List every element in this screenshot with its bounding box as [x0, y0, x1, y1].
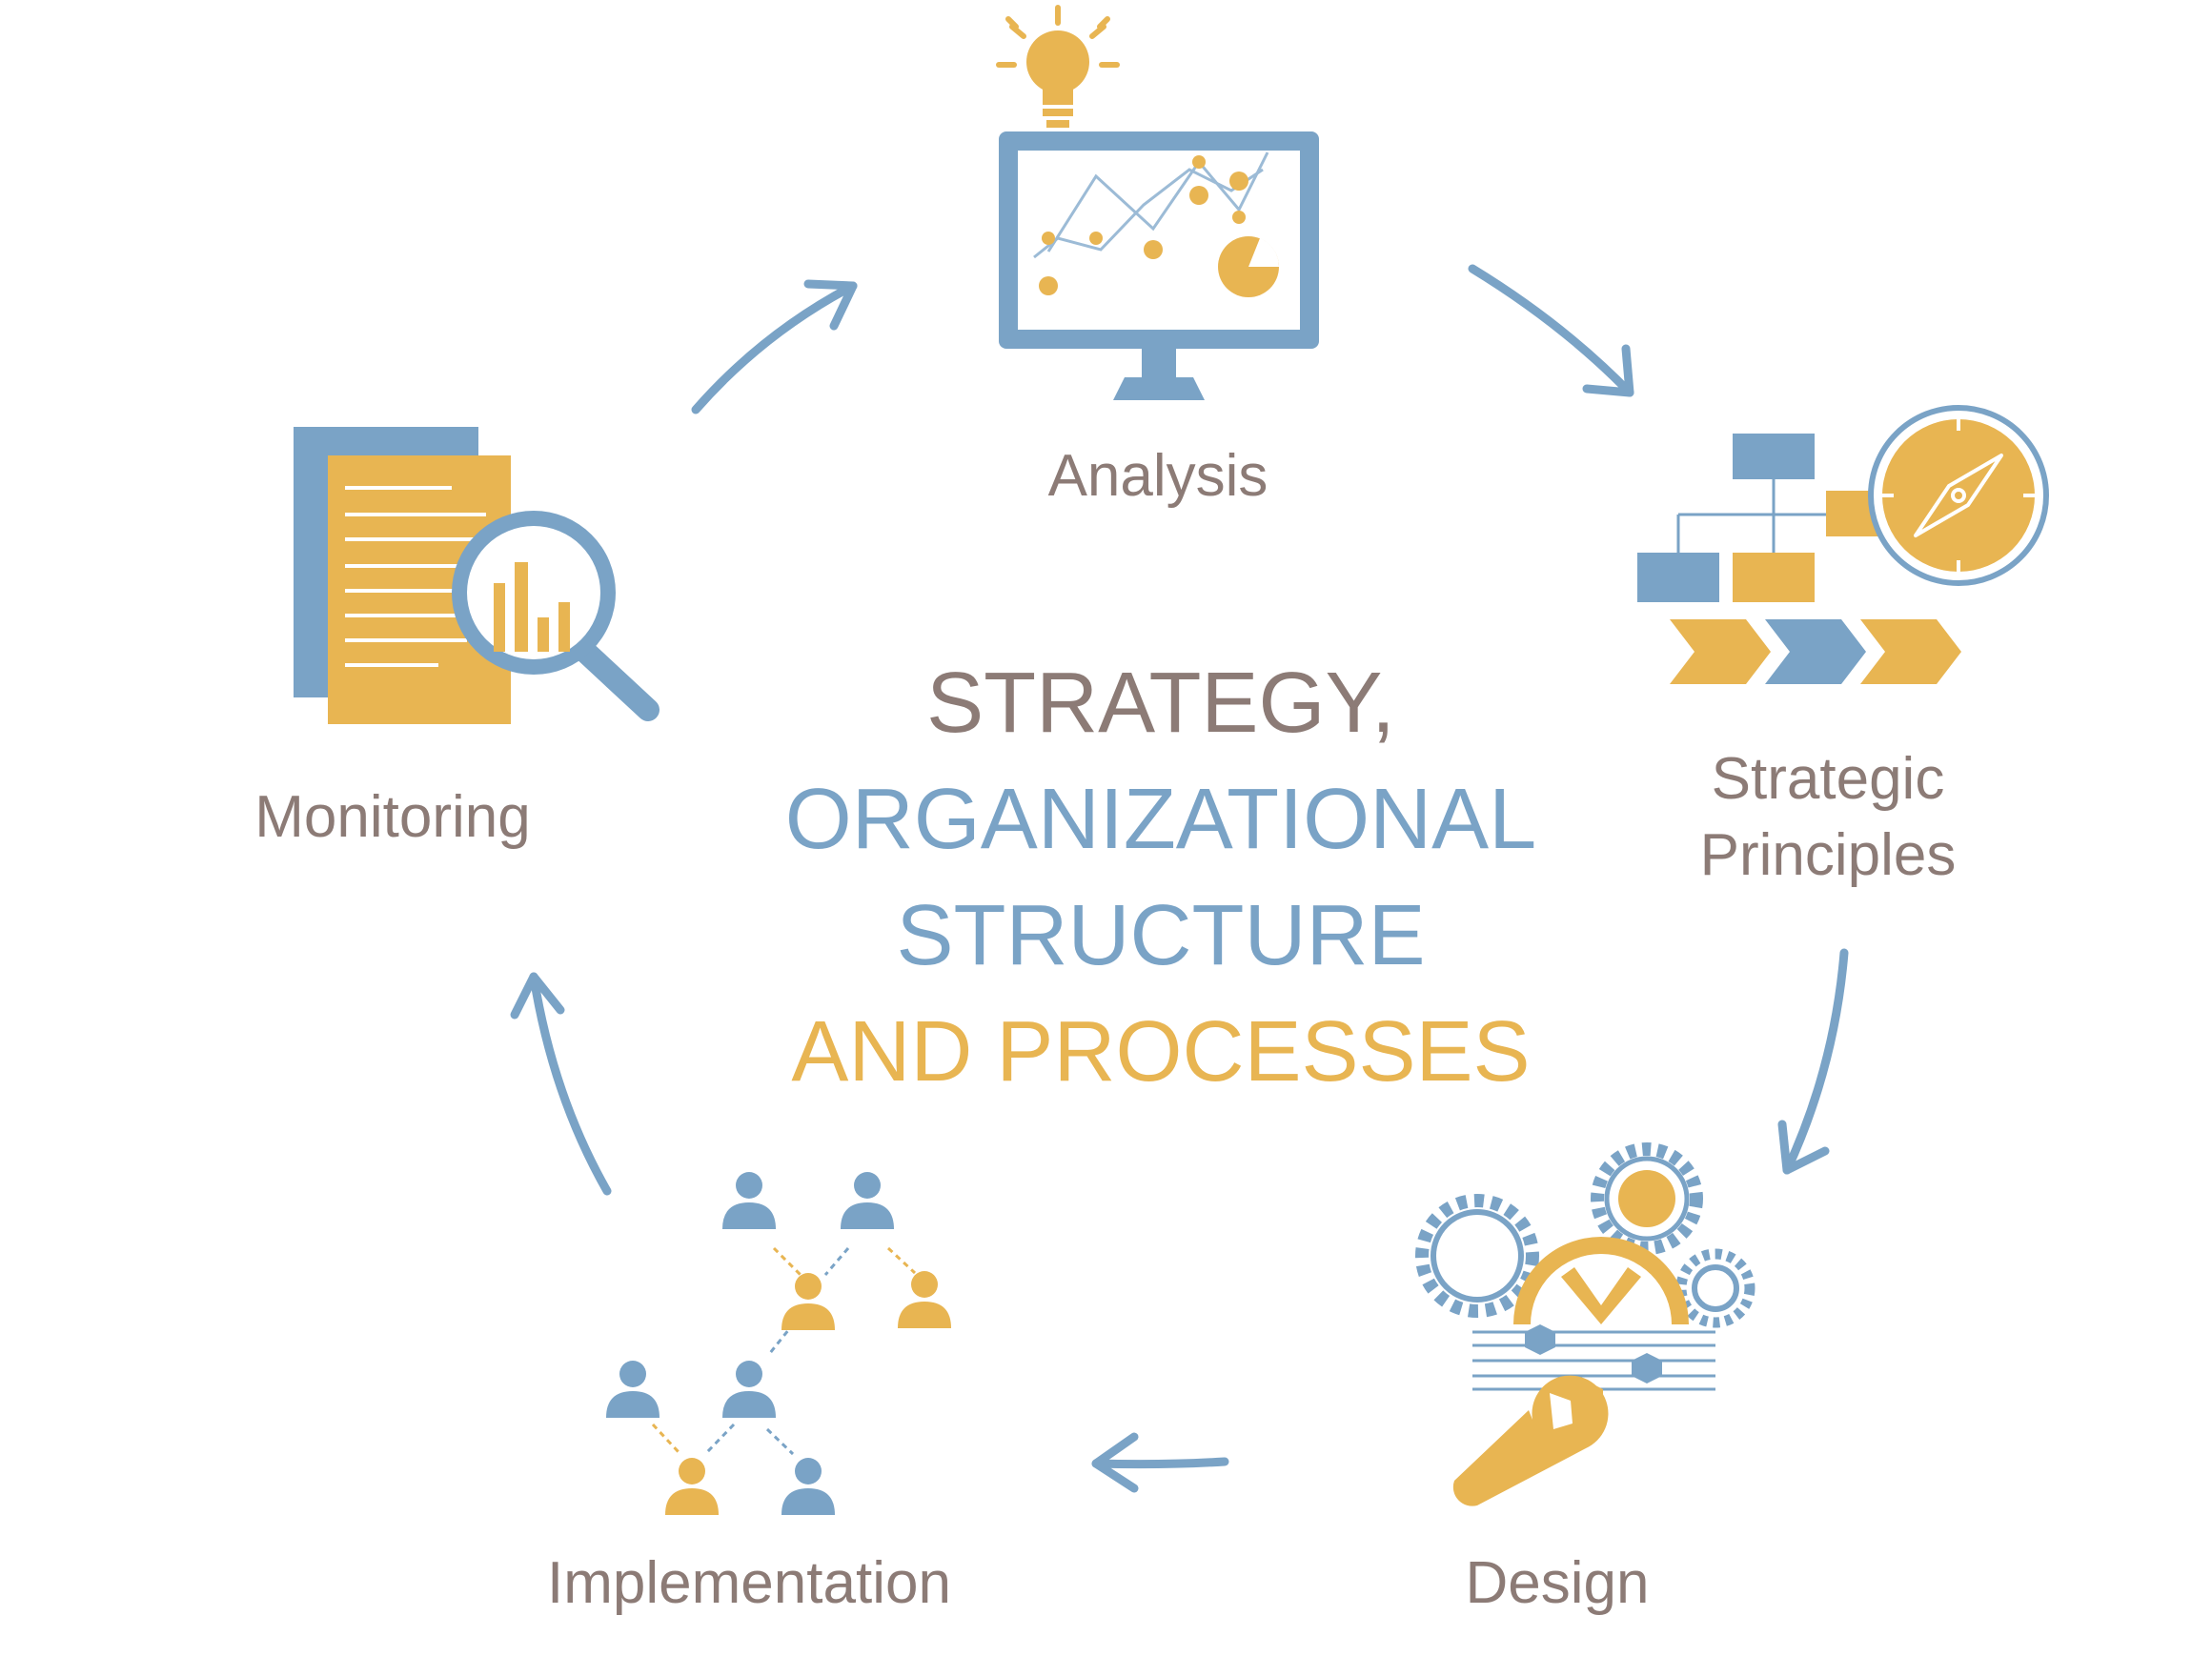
- lightbulb-icon: [996, 5, 1120, 128]
- cycle-arrow-analysis-to-strategic: [1468, 264, 1634, 397]
- center-title-line2: ORGANIZATIONAL: [785, 772, 1536, 867]
- design-label: Design: [1466, 1550, 1650, 1616]
- center-title-line4: AND PROCESSES: [791, 1004, 1530, 1100]
- people-network-icon: [606, 1172, 951, 1515]
- implementation-label: Implementation: [547, 1550, 951, 1616]
- strategic-principles-label-line1: Strategic: [1712, 746, 1945, 812]
- cycle-arrow-implementation-to-monitoring: [510, 972, 612, 1196]
- strategic-principles-label-line2: Principles: [1700, 822, 1957, 888]
- cycle-arrow-monitoring-to-analysis: [691, 279, 858, 414]
- cycle-arrow-design-to-implementation: [1091, 1432, 1229, 1493]
- monitor-chart-lightbulb-icon: [996, 5, 1319, 400]
- gears-wrench-icon: [1415, 1142, 1755, 1506]
- center-title-line1: STRATEGY,: [926, 656, 1395, 751]
- analysis-label: Analysis: [1048, 443, 1268, 509]
- document-magnifier-icon: [294, 427, 660, 724]
- org-chart-compass-icon: [1637, 405, 2049, 684]
- center-title-line3: STRUCTURE: [897, 888, 1426, 983]
- cycle-arrow-strategic-to-design: [1777, 948, 1849, 1175]
- monitoring-label: Monitoring: [254, 784, 530, 850]
